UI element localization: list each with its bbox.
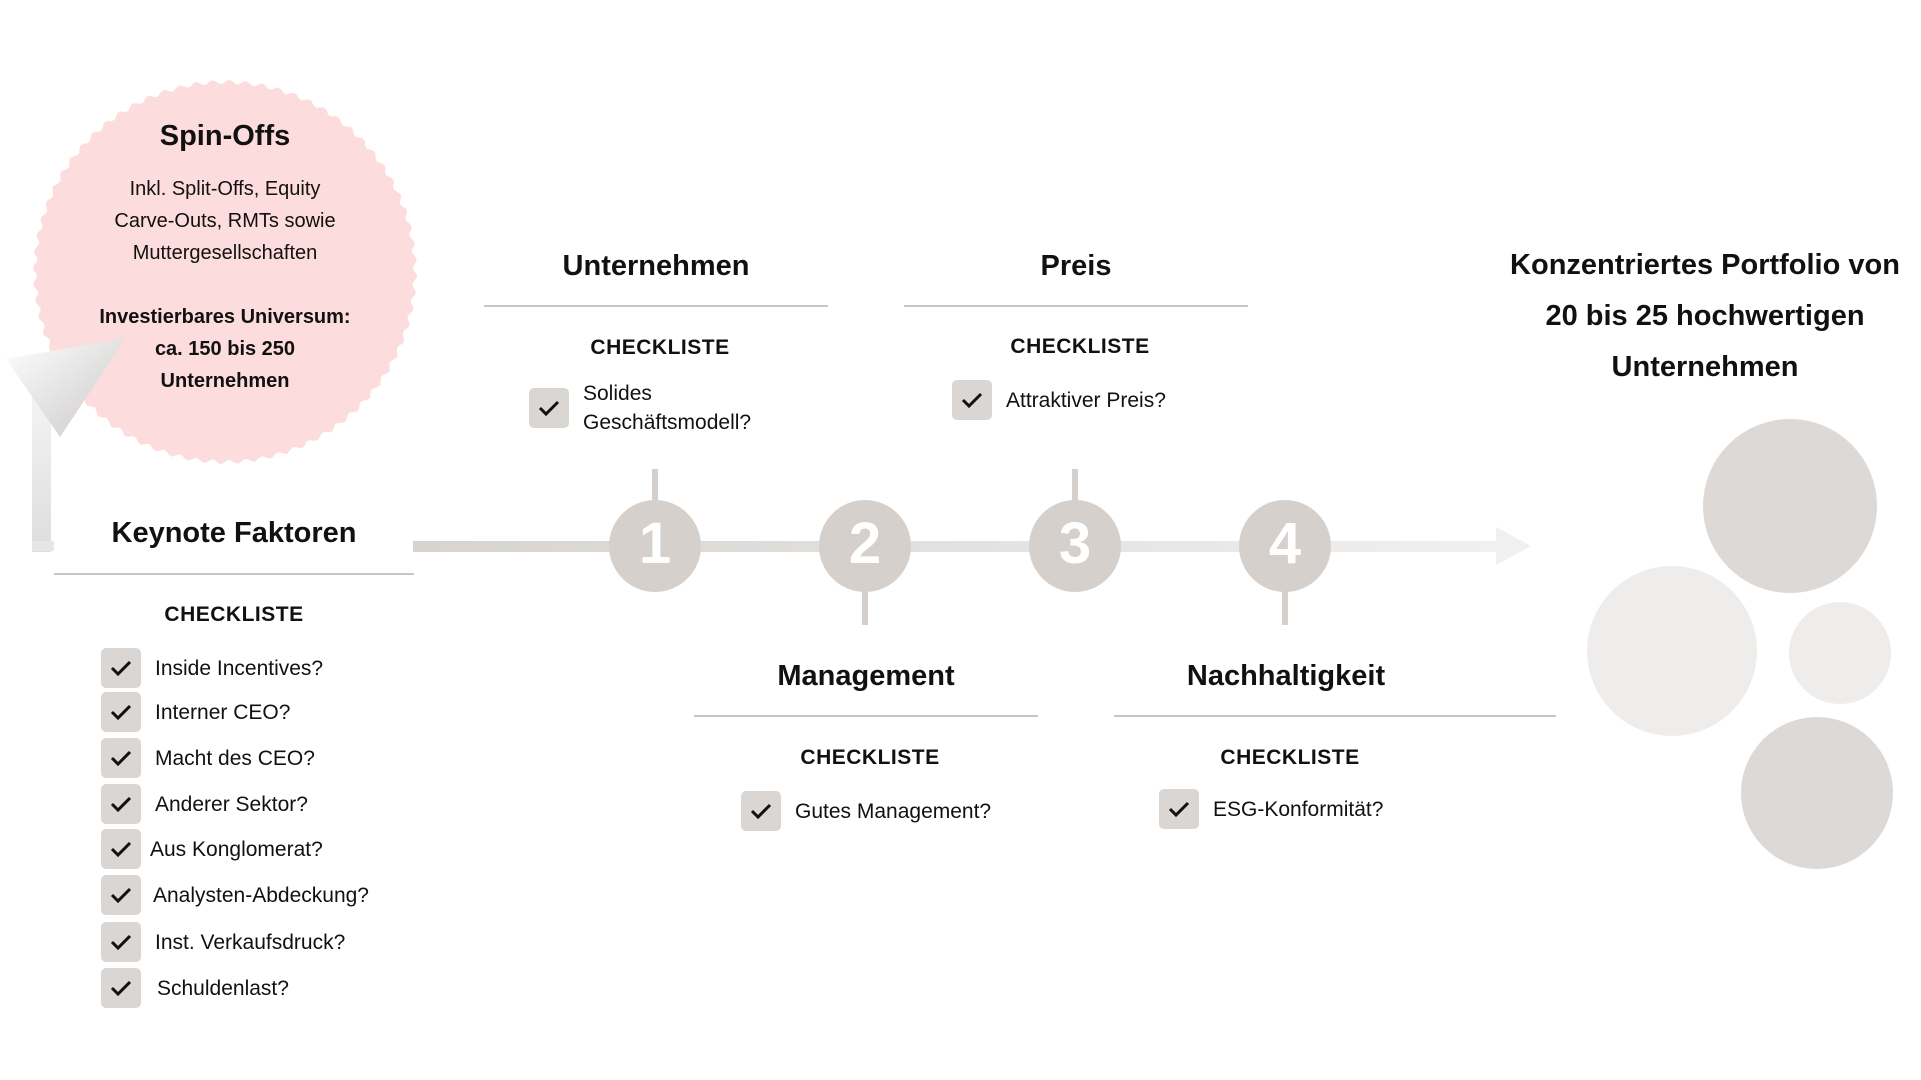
portfolio-bubbles [1587,419,1893,869]
check-icon [101,968,141,1008]
step-number-4: 4 [1268,511,1302,576]
step-1-check-label: Solides Geschäftsmodell? [583,382,752,434]
check-icon [1159,789,1199,829]
step-4-check-label: ESG-Konformität? [1213,797,1384,821]
keynote-check-label: Inside Incentives? [155,656,324,680]
portfolio-outcome: Konzentriertes Portfolio von 20 bis 25 h… [1495,240,1915,393]
keynote-check-item: Aus Konglomerat? [101,829,323,869]
portfolio-bubble-large [1703,419,1877,593]
step-1-check-item: Solides Geschäftsmodell? [529,380,773,436]
main-arrow-shaft [413,541,1498,552]
step-circle-2 [819,500,911,592]
spinoff-universe-line: Unternehmen [160,370,290,392]
step-1-checklist-label: CHECKLISTE [590,336,730,359]
portfolio-outcome-line: Konzentriertes Portfolio von [1510,249,1900,281]
spinoff-text-block: Spin-Offs Inkl. Split-Offs, Equity Carve… [36,85,414,397]
keynote-check-item: Anderer Sektor? [101,784,308,824]
keynote-check-label: Anderer Sektor? [155,792,308,816]
keynote-check-label: Aus Konglomerat? [150,837,323,861]
spinoff-subtitle-line: Muttergesellschaften [132,242,318,264]
step-2-check-item: Gutes Management? [741,791,991,831]
portfolio-outcome-line: Unternehmen [1611,351,1799,383]
keynote-check-label: Analysten-Abdeckung? [153,883,369,907]
step-number-2: 2 [848,511,882,576]
portfolio-outcome-line: 20 bis 25 hochwertigen [1545,300,1865,332]
step-number-3: 3 [1058,511,1092,576]
spinoff-subtitle-line: Carve-Outs, RMTs sowie [114,210,336,232]
spinoff-universe: Investierbares Universum: ca. 150 bis 25… [36,301,414,397]
keynote-check-label: Schuldenlast? [157,976,289,1000]
arrow-right-icon [1496,527,1531,565]
step-4-check-item: ESG-Konformität? [1159,789,1383,829]
step-circle-4 [1239,500,1331,592]
keynote-check-label: Interner CEO? [155,700,291,724]
step-3-check-label: Attraktiver Preis? [1006,388,1166,412]
step-connectors [652,469,1288,625]
check-icon [101,875,141,915]
funnel-stem [32,392,51,552]
keynote-check-item: Inside Incentives? [101,648,323,688]
check-icon [101,648,141,688]
check-icon [101,829,141,869]
spinoff-title: Spin-Offs [159,120,291,152]
spinoff-circle [32,79,418,465]
keynote-check-item: Interner CEO? [101,692,290,732]
step-3-title: Preis [1040,250,1112,282]
spinoff-universe-line: ca. 150 bis 250 [154,338,296,360]
step-circle-1 [609,500,701,592]
keynote-title: Keynote Faktoren [111,517,357,549]
step-1-title: Unternehmen [562,250,750,282]
portfolio-bubble-small [1789,602,1891,704]
step-3-checklist-label: CHECKLISTE [1010,335,1150,358]
check-icon [101,922,141,962]
check-icon [101,738,141,778]
spinoff-subtitle: Inkl. Split-Offs, Equity Carve-Outs, RMT… [36,173,414,269]
check-icon [101,692,141,732]
spinoff-subtitle-line: Inkl. Split-Offs, Equity [129,178,321,200]
keynote-checklist-label: CHECKLISTE [164,603,304,626]
step-circle-3 [1029,500,1121,592]
step-2-title: Management [777,660,955,692]
keynote-check-item: Analysten-Abdeckung? [101,875,369,915]
portfolio-bubble-bottom [1741,717,1893,869]
check-icon [952,380,992,420]
keynote-check-label: Macht des CEO? [155,746,315,770]
funnel-icon [6,338,126,437]
step-number-1: 1 [638,511,672,576]
section-dividers [54,305,1556,717]
portfolio-bubble-light [1587,566,1757,736]
keynote-check-item: Schuldenlast? [101,968,289,1008]
step-4-title: Nachhaltigkeit [1186,660,1386,692]
keynote-check-item: Inst. Verkaufsdruck? [101,922,345,962]
keynote-check-label: Inst. Verkaufsdruck? [155,930,346,954]
step-3-check-item: Attraktiver Preis? [952,380,1166,420]
keynote-check-item: Macht des CEO? [101,738,315,778]
step-2-checklist-label: CHECKLISTE [800,746,940,769]
check-icon [529,388,569,428]
funnel-foot [32,541,54,551]
step-2-check-label: Gutes Management? [795,799,992,823]
step-4-checklist-label: CHECKLISTE [1220,746,1360,769]
check-icon [101,784,141,824]
spinoff-universe-line: Investierbares Universum: [99,306,351,328]
check-icon [741,791,781,831]
